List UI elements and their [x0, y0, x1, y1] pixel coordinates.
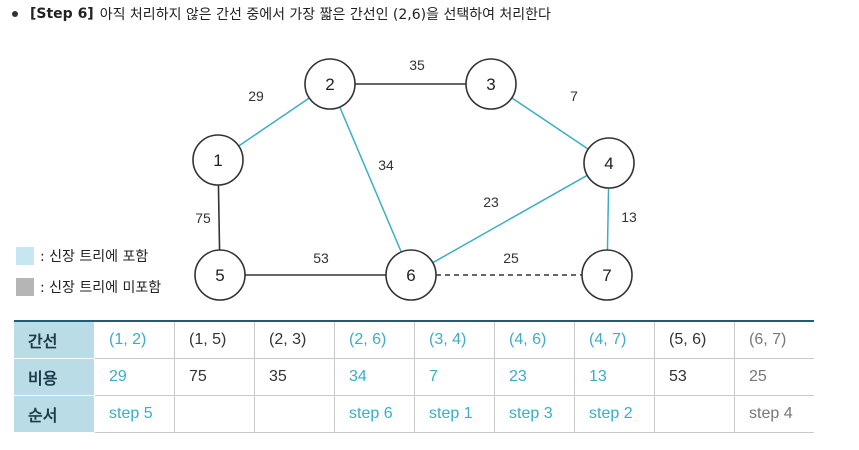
step-label: [Step 6] [30, 6, 94, 22]
table-cell-cost: 13 [574, 358, 655, 396]
legend-in-tree: : 신장 트리에 포함 [16, 246, 148, 266]
edge-weight-6-7: 25 [503, 250, 519, 266]
table-cell-edge: (4, 6) [494, 320, 575, 359]
table-cell-cost: 34 [334, 358, 415, 396]
legend-not-in-tree-swatch [16, 278, 34, 296]
edge-4-7 [606, 187, 610, 251]
node-label-1: 1 [213, 151, 222, 170]
table-cell-edge: (1, 5) [174, 320, 255, 359]
table-cell-edge: (3, 4) [414, 320, 495, 359]
legend-in-tree-label: : 신장 트리에 포함 [40, 249, 149, 265]
node-label-4: 4 [604, 154, 613, 173]
step-description: 아직 처리하지 않은 간선 중에서 가장 짧은 간선인 (2,6)을 선택하여 … [99, 7, 551, 23]
edge-weight-4-6: 23 [483, 194, 499, 210]
table-cell-edge: (1, 2) [94, 320, 175, 359]
node-1: 1 [192, 134, 244, 186]
table-cell-order: step 4 [734, 395, 814, 433]
row-header: 비용 [14, 358, 95, 396]
table-cell-order [174, 395, 255, 433]
edge-table: 간선(1, 2)(1, 5)(2, 3)(2, 6)(3, 4)(4, 6)(4… [14, 320, 814, 433]
table-cell-cost: 7 [414, 358, 495, 396]
table-cell-order [254, 395, 335, 433]
table-cell-cost: 23 [494, 358, 575, 396]
edge-weight-2-3: 35 [409, 57, 425, 73]
node-label-5: 5 [215, 266, 224, 285]
edge-weight-1-2: 29 [248, 88, 264, 104]
table-cell-cost: 75 [174, 358, 255, 396]
node-label-7: 7 [602, 266, 611, 285]
edge-weight-3-4: 7 [570, 88, 578, 104]
edge-weight-2-6: 34 [378, 157, 394, 173]
node-6: 6 [385, 249, 437, 301]
node-7: 7 [581, 249, 633, 301]
table-cell-edge: (4, 7) [574, 320, 655, 359]
edge-weight-5-6: 53 [313, 250, 329, 266]
edge-weight-1-5: 75 [195, 210, 211, 226]
table-cell-order: step 3 [494, 395, 575, 433]
node-label-6: 6 [406, 266, 415, 285]
table-cell-edge: (6, 7) [734, 320, 814, 359]
table-cell-cost: 29 [94, 358, 175, 396]
edge-row: 간선(1, 2)(1, 5)(2, 3)(2, 6)(3, 4)(4, 6)(4… [14, 320, 814, 359]
table-cell-order [654, 395, 735, 433]
row-header: 순서 [14, 395, 95, 433]
node-label-3: 3 [486, 75, 495, 94]
edge-4-6 [432, 174, 588, 264]
legend-in-tree-swatch [16, 247, 34, 265]
node-5: 5 [194, 249, 246, 301]
step-heading: [Step 6] 아직 처리하지 않은 간선 중에서 가장 짧은 간선인 (2,… [8, 2, 551, 26]
edge-1-2 [238, 97, 310, 147]
table-cell-edge: (2, 3) [254, 320, 335, 359]
node-label-2: 2 [325, 75, 334, 94]
edge-weight-4-7: 13 [621, 209, 637, 225]
edge-2-6 [339, 106, 402, 253]
node-2: 2 [304, 58, 356, 110]
node-4: 4 [583, 137, 635, 189]
node-3: 3 [465, 58, 517, 110]
table-cell-cost: 35 [254, 358, 335, 396]
table-cell-edge: (2, 6) [334, 320, 415, 359]
table-cell-order: step 2 [574, 395, 655, 433]
row-header: 간선 [14, 320, 95, 359]
table-cell-order: step 5 [94, 395, 175, 433]
table-cell-cost: 25 [734, 358, 814, 396]
table-cell-cost: 53 [654, 358, 735, 396]
table-cell-edge: (5, 6) [654, 320, 735, 359]
legend-not-in-tree-label: : 신장 트리에 미포함 [40, 280, 162, 296]
edge-1-5 [217, 184, 221, 251]
bullet-icon [12, 11, 18, 17]
edge-3-4 [511, 97, 589, 150]
legend-not-in-tree: : 신장 트리에 미포함 [16, 277, 161, 297]
table-cell-order: step 6 [334, 395, 415, 433]
table-cell-order: step 1 [414, 395, 495, 433]
